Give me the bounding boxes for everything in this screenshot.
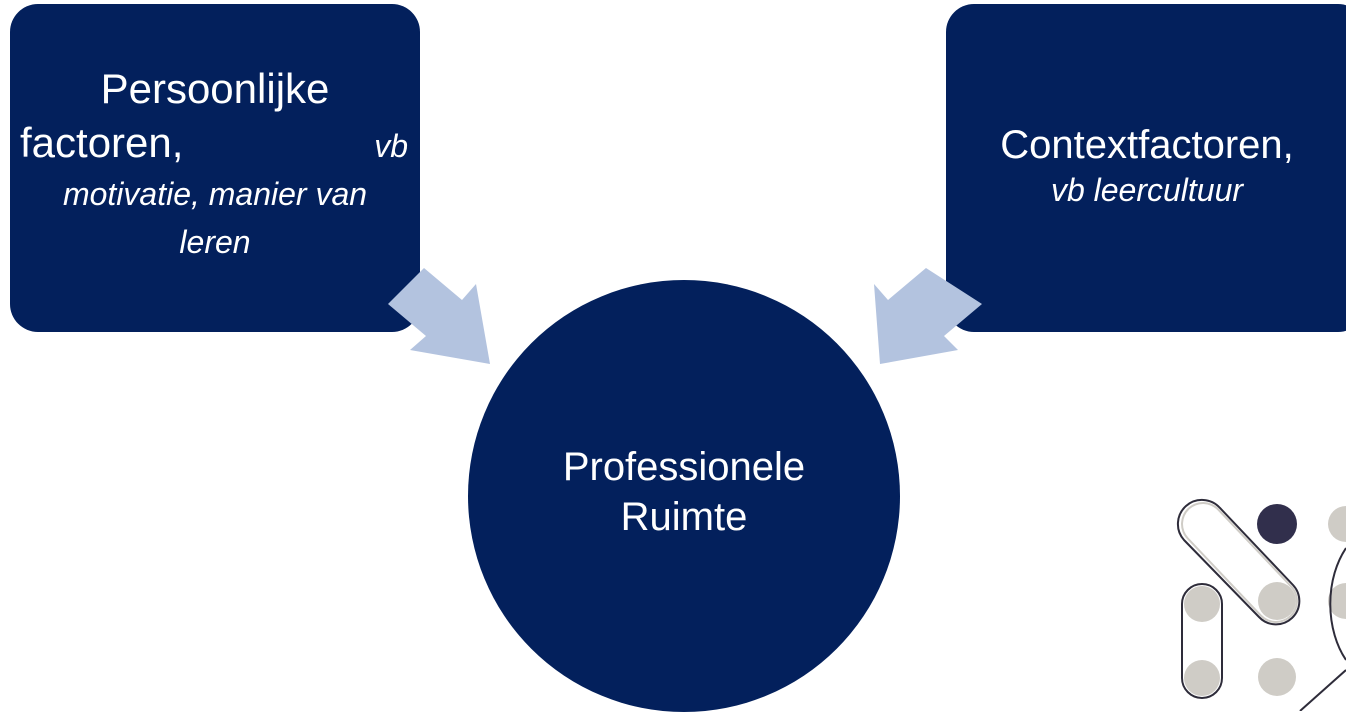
professional-space-circle: Professionele Ruimte	[468, 280, 900, 712]
logo-dot-mid-right	[1328, 583, 1346, 619]
personal-factors-box: Persoonlijke factoren, vb motivatie, man…	[10, 4, 420, 332]
context-factors-box: Contextfactoren, vb leercultuur	[946, 4, 1346, 332]
arrow-down-right-icon	[388, 268, 490, 364]
logo-line	[1299, 669, 1346, 711]
personal-factors-detail-line2: leren	[179, 224, 251, 260]
logo-vertical-pill	[1181, 583, 1223, 699]
logo-dot-bottom	[1258, 658, 1296, 696]
personal-factors-detail-line1: motivatie, manier van	[62, 176, 368, 212]
logo-dot-top-right	[1328, 506, 1346, 542]
logo-diagonal-pill	[1176, 498, 1301, 626]
personal-factors-title-line1: Persoonlijke	[100, 65, 330, 112]
context-factors-detail: vb leercultuur	[1050, 172, 1244, 208]
context-factors-title: Contextfactoren,	[1000, 123, 1294, 167]
logo-arc	[1329, 547, 1346, 661]
arrow-down-left-icon	[874, 268, 982, 364]
personal-factors-title-line2: factoren,	[20, 119, 184, 166]
professional-space-line1: Professionele	[562, 445, 806, 489]
logo-dark-dot	[1257, 504, 1297, 544]
personal-factors-note: vb	[374, 128, 408, 164]
professional-space-line2: Ruimte	[620, 495, 748, 539]
